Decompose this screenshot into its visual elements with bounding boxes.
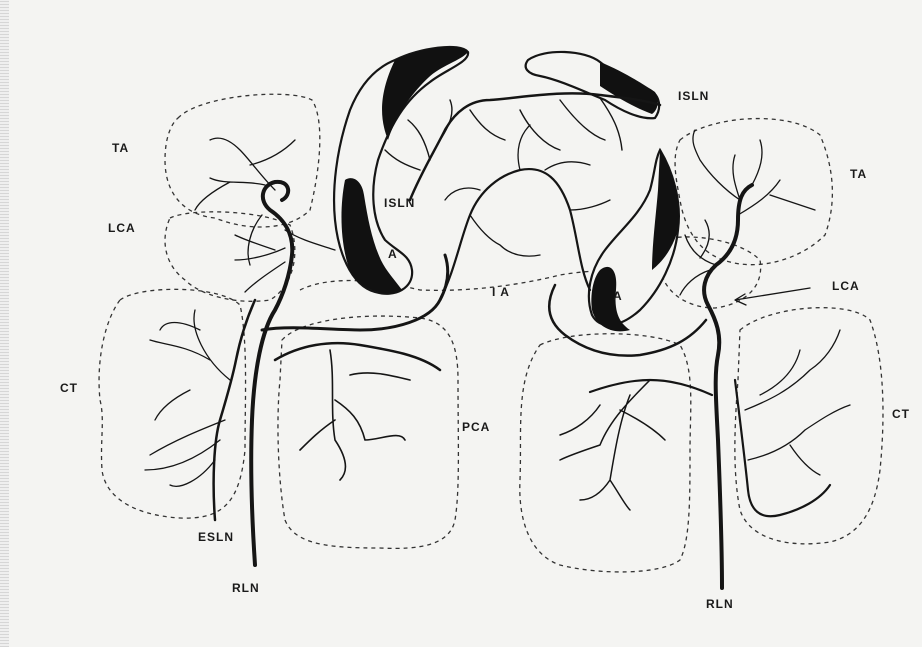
label-rln-right: RLN: [706, 597, 734, 611]
arytenoid-left: [334, 47, 468, 294]
label-isln-center: ISLN: [384, 196, 415, 210]
isln-twigs: [385, 98, 622, 170]
pca-right-branches: [560, 380, 665, 510]
zone-pca-right: [520, 334, 691, 572]
label-rln-left: RLN: [232, 581, 260, 595]
zone-pca-left: [278, 316, 458, 548]
ct-right-branches: [745, 330, 850, 475]
label-lca-right: LCA: [832, 279, 860, 293]
label-isln-top: ISLN: [678, 89, 709, 103]
label-ia: I A: [492, 285, 510, 299]
rln-right-pca: [590, 380, 712, 395]
label-a-right: A: [613, 289, 623, 303]
label-a-left: A: [388, 247, 398, 261]
lca-left-branches: [235, 235, 285, 292]
nerves-right: [549, 130, 850, 588]
esln-left: [214, 300, 255, 520]
label-esln: ESLN: [198, 530, 234, 544]
pca-left-branches: [300, 350, 410, 480]
ct-right-main: [735, 380, 830, 516]
rln-left-pca: [275, 343, 440, 370]
zone-ta-right: [675, 119, 832, 265]
rln-left-trunk: [251, 182, 292, 565]
label-ta-left: TA: [112, 141, 129, 155]
label-pca: PCA: [462, 420, 490, 434]
label-ct-right: CT: [892, 407, 910, 421]
rln-right-trunk: [704, 185, 752, 588]
label-lca-left: LCA: [108, 221, 136, 235]
ct-left-branches: [145, 310, 230, 486]
ta-right-branches: [693, 130, 815, 215]
lca-right-branches: [680, 220, 716, 295]
ia-twigs: [445, 125, 610, 256]
zone-boundaries: [99, 94, 883, 572]
zone-ct-right: [735, 308, 883, 544]
label-ct-left: CT: [60, 381, 78, 395]
label-ta-right: TA: [850, 167, 867, 181]
zone-lca-left: [165, 212, 295, 301]
zone-ta-left: [165, 94, 320, 227]
